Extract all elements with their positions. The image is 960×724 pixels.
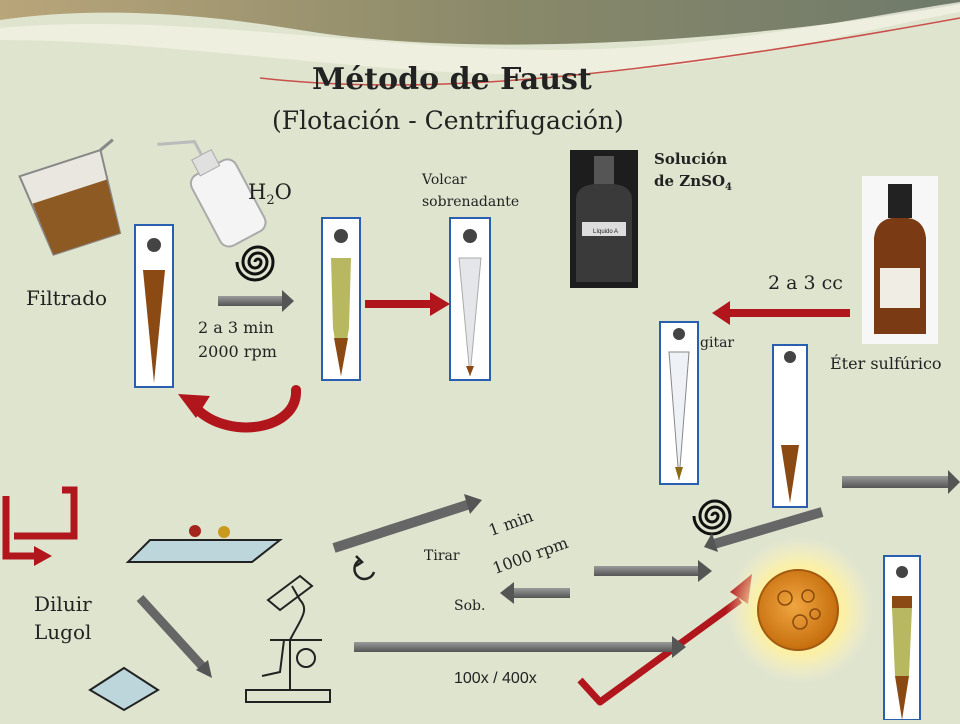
tube-final xyxy=(883,555,921,721)
zinc-label-text: de ZnSO xyxy=(654,172,726,190)
grey-arrow-bottom xyxy=(354,636,686,658)
water-label-o: O xyxy=(274,180,292,204)
coverslip xyxy=(88,666,160,712)
shake-label: gitar xyxy=(700,335,735,351)
grey-arrow-to-tube xyxy=(704,507,824,552)
tube-decanted xyxy=(449,217,491,381)
ether-label: Éter sulfúrico xyxy=(830,354,942,373)
spiral-icon xyxy=(235,245,275,282)
supernatant-label: Sob. xyxy=(454,598,486,614)
header-swoosh-line xyxy=(259,17,960,86)
ether-bottle xyxy=(862,176,938,344)
tube-ether xyxy=(772,344,808,508)
grey-arrow-left xyxy=(500,582,570,604)
filtered-label: Filtrado xyxy=(26,286,108,310)
zinc-label-line2: de ZnSO4 xyxy=(654,172,732,193)
water-label: H2O xyxy=(248,180,292,208)
water-label-sub: 2 xyxy=(266,193,275,209)
rotate-icon xyxy=(353,555,376,581)
header-band xyxy=(0,0,960,45)
grey-arrow-pull-up xyxy=(332,494,482,553)
beaker xyxy=(18,138,122,256)
amount-label: 2 a 3 cc xyxy=(768,272,843,294)
grey-arrow-right-edge xyxy=(842,470,960,494)
zinc-label-sub: 4 xyxy=(725,182,732,193)
tube-centrifuged xyxy=(321,217,361,381)
pull-label: Tirar xyxy=(424,548,460,564)
microscope-slide xyxy=(125,525,283,563)
return-arrow-icon xyxy=(2,486,78,566)
zinc-bottle xyxy=(570,150,638,288)
dilute-label: Diluir xyxy=(34,592,92,616)
lugol-label: Lugol xyxy=(34,620,92,644)
red-arrow-add-ether xyxy=(712,301,850,325)
spiral-icon xyxy=(692,499,732,536)
page-subtitle: (Flotación - Centrifugación) xyxy=(272,106,624,135)
header-swoosh xyxy=(0,2,960,75)
grey-arrow-centrifuge xyxy=(218,290,294,312)
centrifuge-speed-label: 2000 rpm xyxy=(198,342,277,361)
centrifuge-time-label: 2 a 3 min xyxy=(198,318,274,337)
red-curved-return-arrow xyxy=(178,385,301,433)
parasite-cyst xyxy=(757,569,839,651)
page-title: Método de Faust xyxy=(312,62,592,97)
grey-arrow-diagonal xyxy=(136,594,212,678)
tube-filtered xyxy=(134,224,174,388)
pour-label-line2: sobrenadante xyxy=(422,194,520,210)
pour-label-line1: Volcar xyxy=(422,172,467,188)
grey-arrow-right-mid xyxy=(594,560,712,582)
zinc-bottle-label: Líquido A xyxy=(593,229,618,235)
tube-zinc xyxy=(659,321,699,485)
microscope-drawing xyxy=(245,574,331,703)
red-arrow-pour xyxy=(365,292,450,316)
wash-bottle xyxy=(157,140,267,248)
red-check-arrow xyxy=(577,574,752,706)
zinc-label-line1: Solución xyxy=(654,150,728,168)
water-label-h: H xyxy=(248,180,267,204)
magnification-label: 100x / 400x xyxy=(454,670,537,687)
